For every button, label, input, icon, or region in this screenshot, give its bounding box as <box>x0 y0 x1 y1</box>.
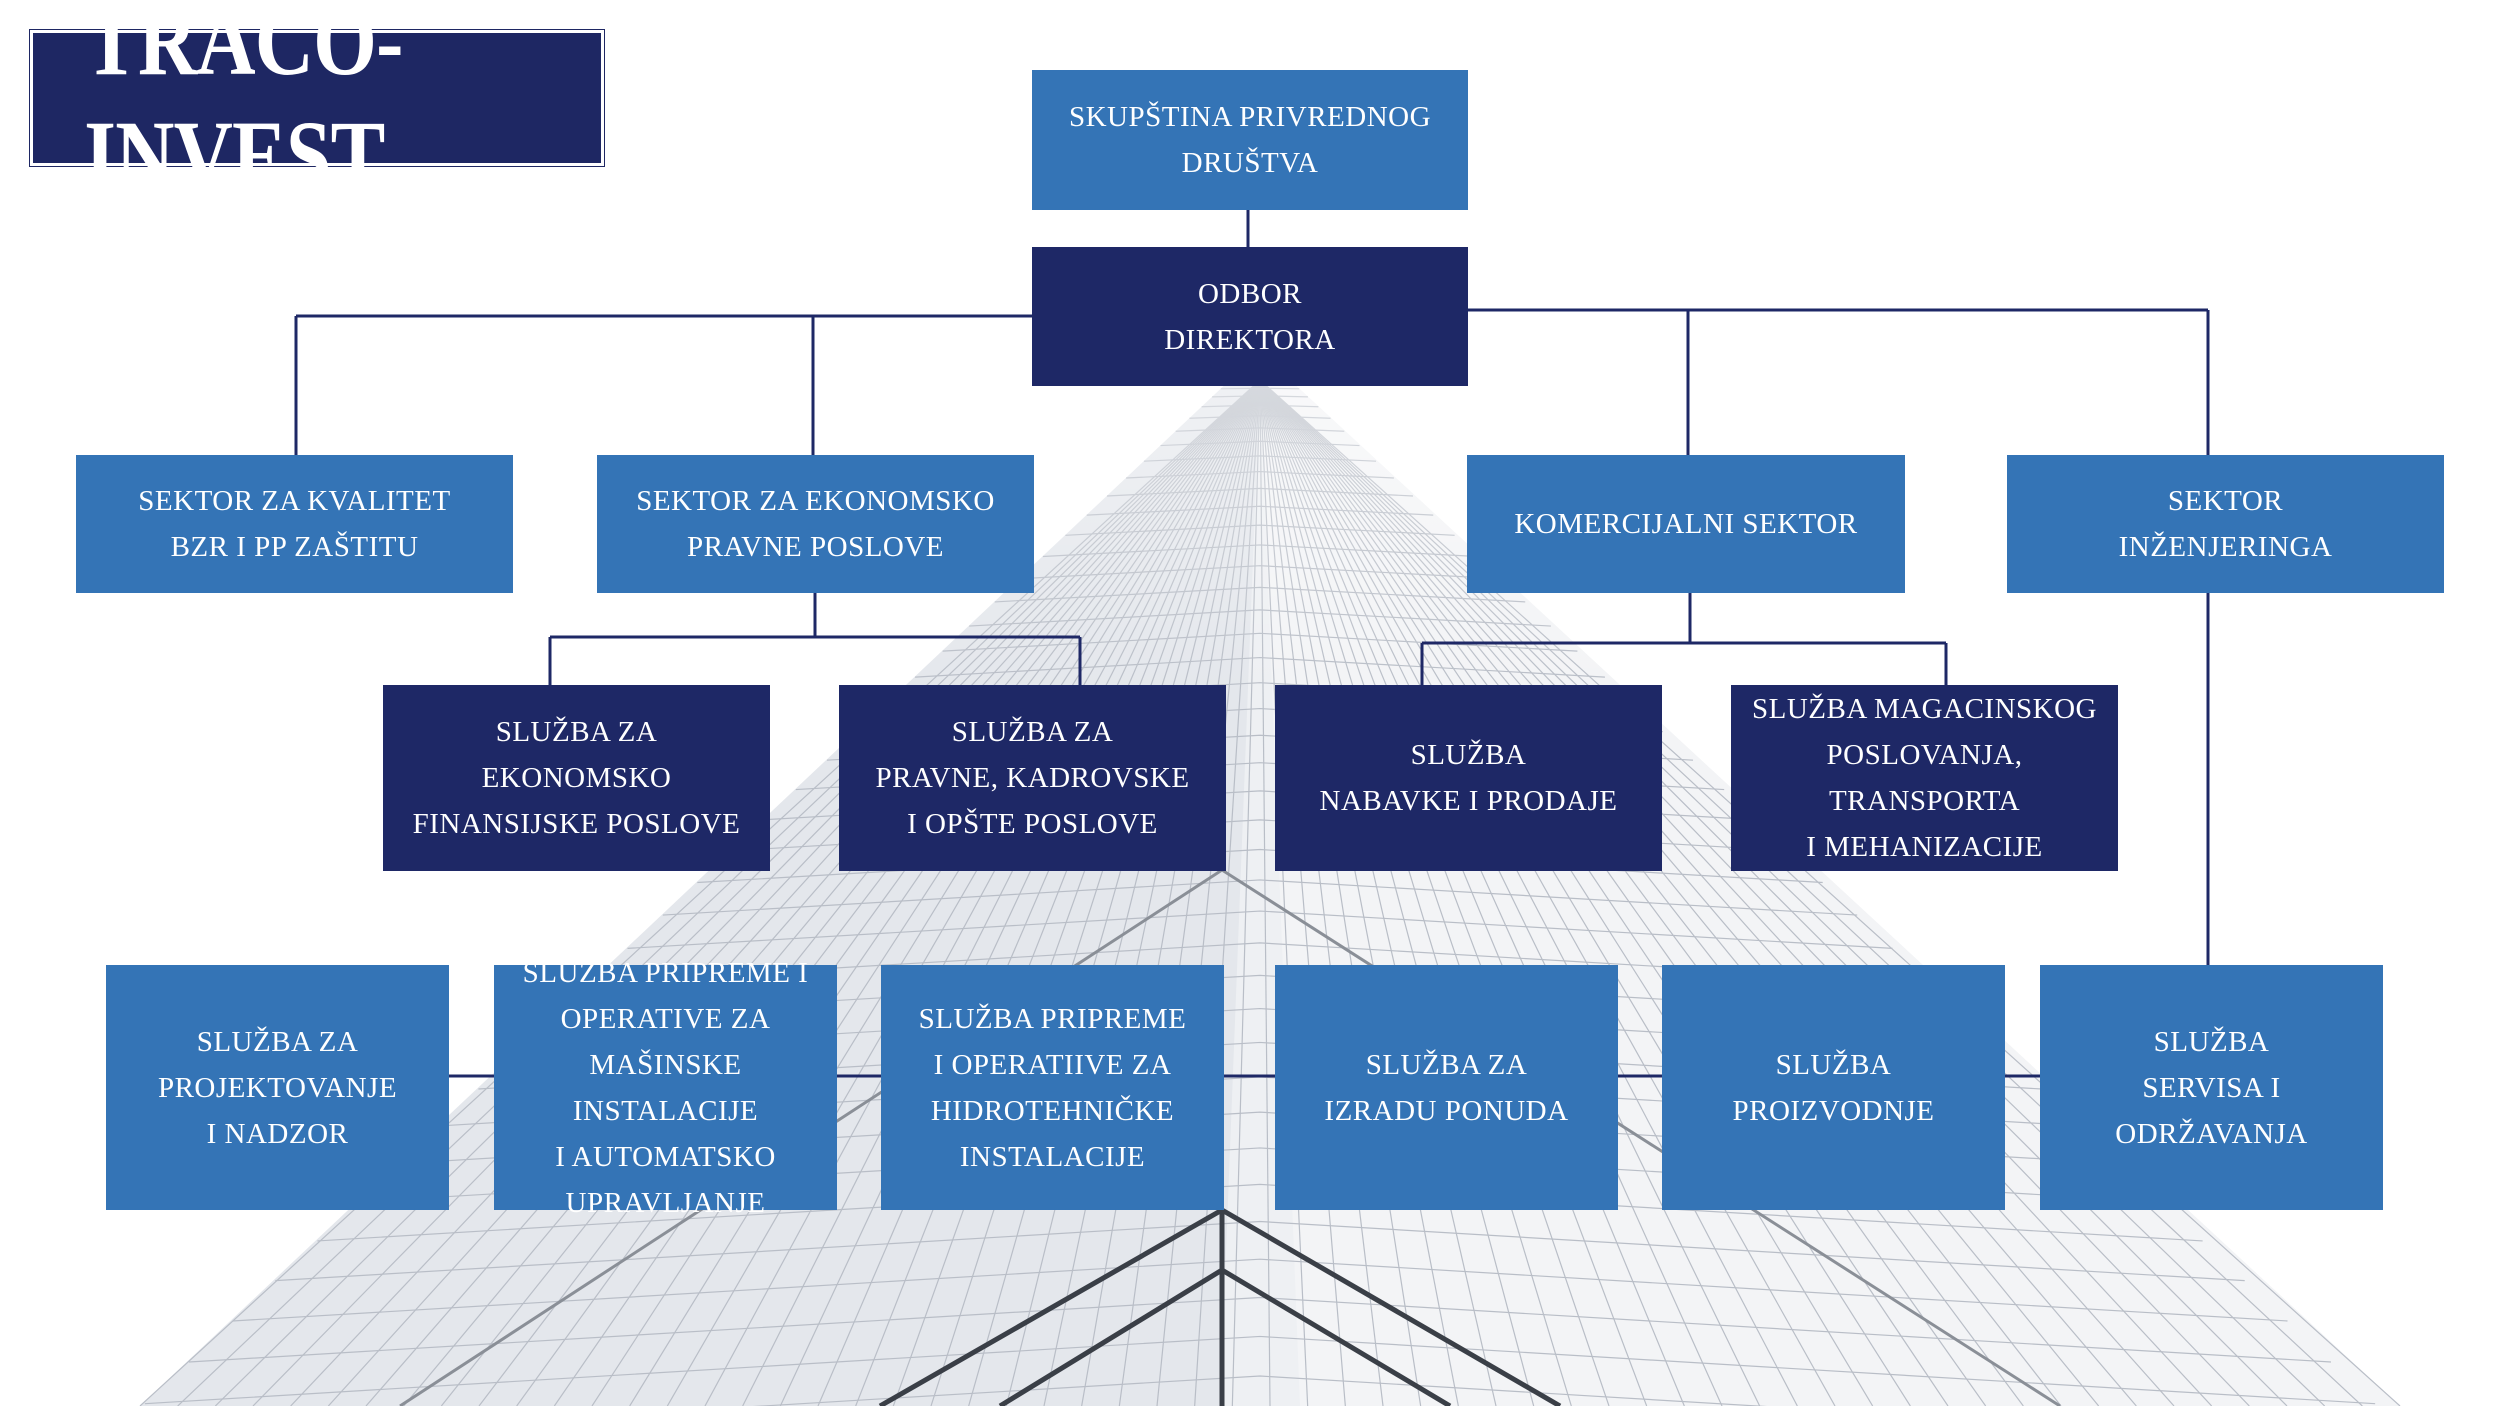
facade-horizontal-line <box>317 1183 2203 1242</box>
node-odbor-direktora: ODBOR DIREKTORA <box>1032 247 1468 386</box>
node-sluzba-izradu-ponuda: SLUŽBA ZA IZRADU PONUDA <box>1275 965 1618 1210</box>
node-sluzba-proizvodnje: SLUŽBA PROIZVODNJE <box>1662 965 2005 1210</box>
node-sluzba-ekonomsko-finansijske: SLUŽBA ZA EKONOMSKO FINANSIJSKE POSLOVE <box>383 685 770 871</box>
node-sektor-inzenjeringa: SEKTOR INŽENJERINGA <box>2007 455 2444 593</box>
node-sektor-kvalitet: SEKTOR ZA KVALITET BZR I PP ZAŠTITU <box>76 455 513 593</box>
facade-horizontal-line <box>275 1220 2245 1282</box>
node-sluzba-masinske-instalacije: SLUŽBA PRIPREME I OPERATIVE ZA MAŠINSKE … <box>494 957 837 1219</box>
node-sluzba-nabavke-prodaje: SLUŽBA NABAVKE I PRODAJE <box>1275 685 1662 871</box>
node-sluzba-pravne-kadrovske: SLUŽBA ZA PRAVNE, KADROVSKE I OPŠTE POSL… <box>839 685 1226 871</box>
facade-horizontal-line <box>144 1335 2376 1405</box>
node-sluzba-magacinskog: SLUŽBA MAGACINSKOG POSLOVANJA, TRANSPORT… <box>1731 685 2118 871</box>
facade-horizontal-line <box>627 910 1893 949</box>
facade-horizontal-line <box>752 1375 1768 1406</box>
node-sluzba-servisa-odrzavanja: SLUŽBA SERVISA I ODRŽAVANJA <box>2040 965 2383 1210</box>
logo-text: TRACO-INVEST <box>84 0 403 211</box>
facade-horizontal-line <box>697 848 1823 884</box>
company-logo: TRACO-INVEST <box>30 0 604 211</box>
node-sluzba-hidrotehnicke: SLUŽBA PRIPREME I OPERATIIVE ZA HIDROTEH… <box>881 965 1224 1210</box>
facade-horizontal-line <box>662 879 1858 916</box>
facade-horizontal-line <box>188 1296 2332 1363</box>
node-skupstina: SKUPŠTINA PRIVREDNOG DRUŠTVA <box>1032 70 1468 210</box>
node-sluzba-projektovanje: SLUŽBA ZA PROJEKTOVANJE I NADZOR <box>106 965 449 1210</box>
node-komercijalni-sektor: KOMERCIJALNI SEKTOR <box>1467 455 1905 593</box>
node-sektor-ekonomsko-pravne: SEKTOR ZA EKONOMSKO PRAVNE POSLOVE <box>597 455 1034 593</box>
facade-horizontal-line <box>232 1258 2288 1322</box>
